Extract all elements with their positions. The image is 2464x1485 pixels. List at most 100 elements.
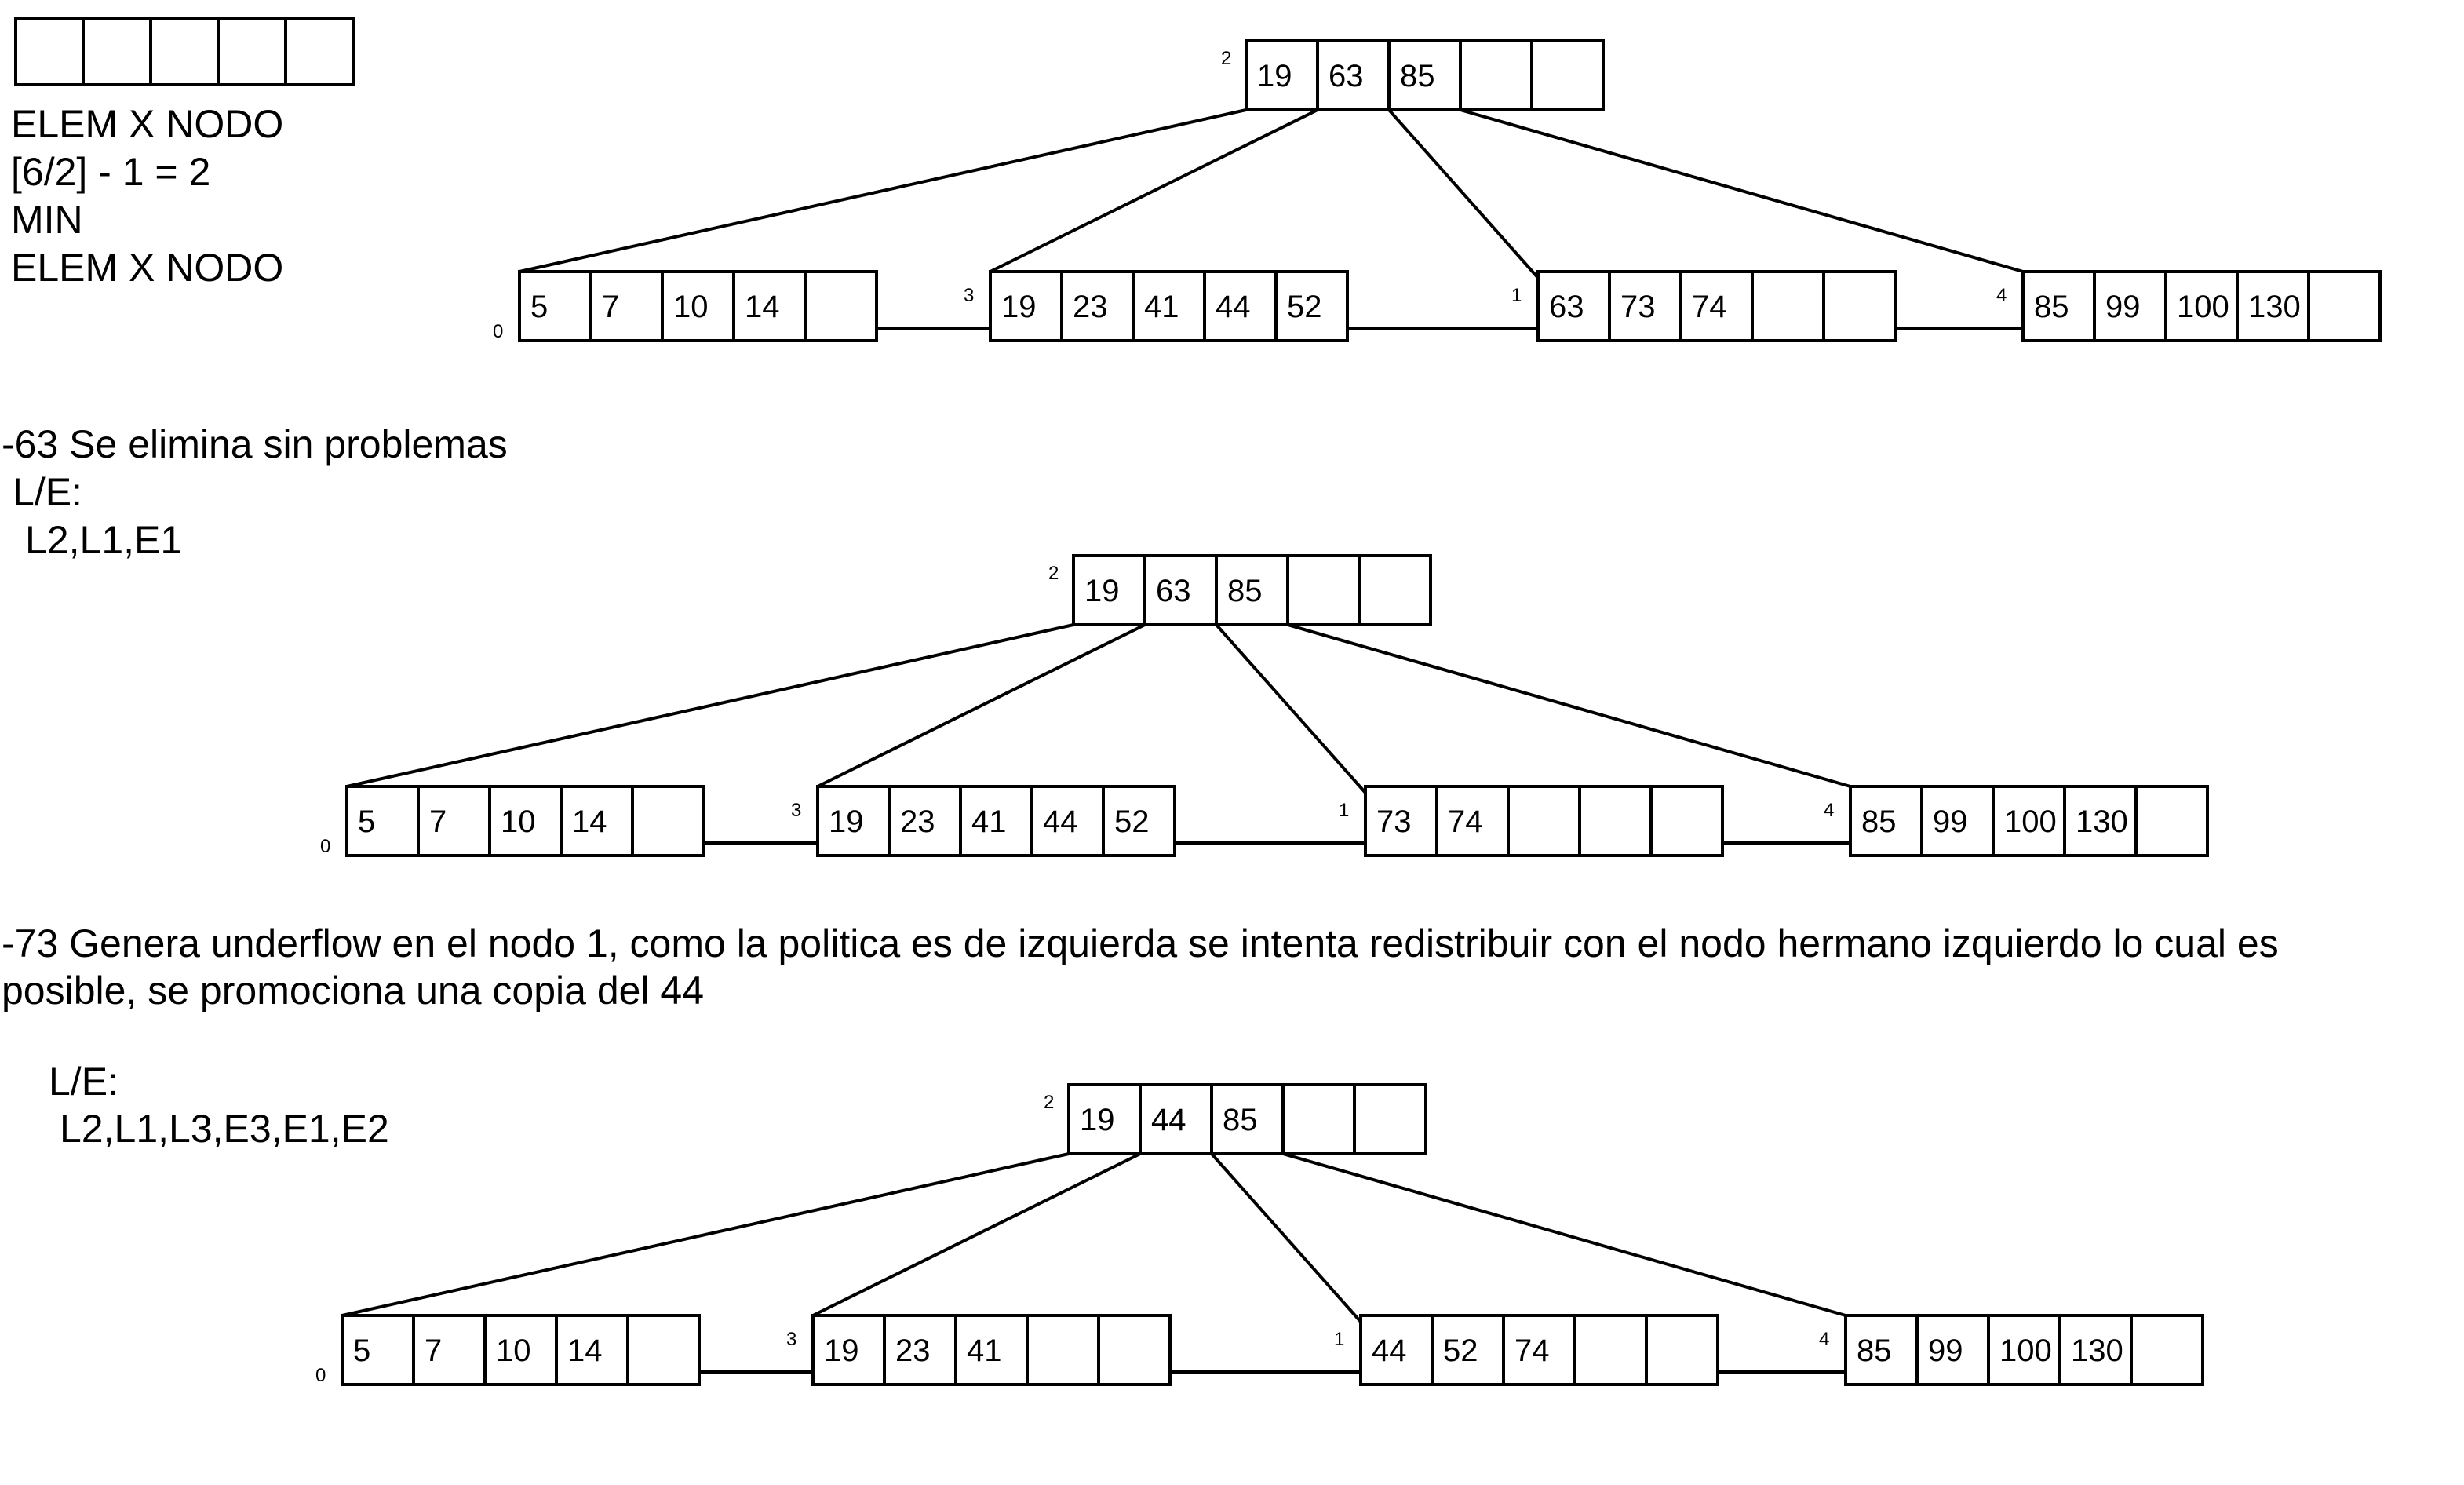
tree3-leaf-0-key: 10: [496, 1334, 531, 1368]
tree2-root-node-id: 2: [1048, 563, 1059, 584]
tree3-leaf-1-key: 41: [967, 1334, 1002, 1368]
step2-description-line2: posible, se promociona una copia del 44: [2, 969, 705, 1012]
tree1-leaf-3-box: [2021, 270, 2382, 342]
tree2-leaf-2-key: 74: [1448, 805, 1483, 839]
tree3-leaf-1-box: [811, 1314, 1172, 1386]
tree2-leaf-3-key: 99: [1933, 805, 1968, 839]
tree2-leaf-0-node-id: 0: [320, 836, 330, 857]
tree1-leaf-3-key: 100: [2177, 290, 2229, 324]
tree3-leaf-3-box: [1844, 1314, 2204, 1386]
tree1-root-key: 85: [1400, 59, 1435, 93]
tree2-leaf-0-box: [345, 785, 705, 857]
tree1-leaf-1-key: 19: [1001, 290, 1037, 324]
tree1-leaf-0-node-id: 0: [493, 321, 503, 342]
tree3-leaf-2-key: 44: [1372, 1334, 1407, 1368]
tree1-pointer-edge: [990, 108, 1318, 273]
tree2-leaf-0-key: 7: [429, 805, 447, 839]
tree1-root-node-id: 2: [1221, 48, 1231, 69]
tree3-pointer-edge: [1282, 1152, 1846, 1317]
tree2-leaf-2-box: [1364, 785, 1724, 857]
tree1-leaf-3-key: 130: [2248, 290, 2301, 324]
tree1-leaf-3-key: 99: [2105, 290, 2141, 324]
tree1-pointer-edge: [519, 108, 1247, 273]
tree3-leaf-0-box: [341, 1314, 701, 1386]
tree2-leaf-3-key: 100: [2004, 805, 2057, 839]
legend-line-4: ELEM X NODO: [11, 246, 284, 290]
tree2-pointer-edge: [346, 623, 1074, 788]
tree3-leaf-0-key: 14: [567, 1334, 603, 1368]
tree3-root-key: 19: [1080, 1103, 1115, 1137]
tree3-leaf-1-node-id: 3: [786, 1329, 796, 1350]
tree3-root-key: 44: [1151, 1103, 1186, 1137]
step1-description: -63 Se elimina sin problemas: [2, 422, 508, 466]
tree3-root-key: 85: [1223, 1103, 1258, 1137]
tree3-pointer-edge: [341, 1152, 1070, 1317]
tree3-leaf-2-key: 74: [1514, 1334, 1550, 1368]
tree2-leaf-3-key: 130: [2076, 805, 2128, 839]
tree2-leaf-1-key: 23: [900, 805, 935, 839]
tree3-leaf-2-box: [1359, 1314, 1719, 1386]
step1-le-value: L2,L1,E1: [25, 518, 183, 562]
tree2-leaf-0-key: 5: [358, 805, 375, 839]
tree1-leaf-1-key: 41: [1144, 290, 1179, 324]
tree2-leaf-2-node-id: 1: [1339, 800, 1349, 821]
tree1-leaf-3-key: 85: [2034, 290, 2069, 324]
tree1-leaf-0-key: 7: [602, 290, 619, 324]
tree3-root-node-id: 2: [1044, 1092, 1054, 1113]
node-legend-box: [14, 17, 355, 90]
tree2-leaf-1-box: [816, 785, 1176, 857]
tree2-leaf-0-key: 10: [501, 805, 536, 839]
tree1-leaf-2-box: [1536, 270, 1897, 342]
tree3-leaf-0-key: 7: [425, 1334, 442, 1368]
tree2-root-key: 85: [1227, 574, 1263, 608]
tree3-leaf-3-key: 100: [1999, 1334, 2052, 1368]
step1-le-label: L/E:: [13, 470, 82, 514]
tree2-pointer-edge: [1287, 623, 1851, 788]
tree3-root-box: [1067, 1083, 1427, 1155]
tree3-leaf-0-node-id: 0: [315, 1365, 326, 1386]
tree3-leaf-1-key: 19: [824, 1334, 859, 1368]
tree1-leaf-1-key: 44: [1216, 290, 1251, 324]
tree2-root-key: 19: [1084, 574, 1120, 608]
tree3-leaf-2-key: 52: [1443, 1334, 1478, 1368]
tree2-leaf-2-key: 73: [1376, 805, 1412, 839]
tree2-pointer-edge: [817, 623, 1146, 788]
tree3-leaf-3-key: 130: [2071, 1334, 2123, 1368]
step2-le-label: L/E:: [49, 1060, 118, 1104]
tree1-leaf-2-node-id: 1: [1511, 285, 1522, 306]
tree1-leaf-1-box: [989, 270, 1349, 342]
tree1-leaf-1-node-id: 3: [964, 285, 974, 306]
tree1-leaf-0-key: 14: [745, 290, 780, 324]
tree1-leaf-2-key: 74: [1692, 290, 1727, 324]
tree3-pointer-edge: [1210, 1152, 1362, 1323]
tree1-pointer-edge: [1387, 108, 1540, 279]
tree1-root-key: 19: [1257, 59, 1292, 93]
step2-le-value: L2,L1,L3,E3,E1,E2: [60, 1107, 389, 1151]
tree1-pointer-edge: [1460, 108, 2024, 273]
tree1-root-box: [1245, 39, 1605, 111]
tree3-leaf-3-key: 85: [1857, 1334, 1892, 1368]
step2-description-line1: -73 Genera underflow en el nodo 1, como …: [2, 921, 2279, 965]
tree1-leaf-2-key: 63: [1549, 290, 1584, 324]
tree3-leaf-0-key: 5: [353, 1334, 370, 1368]
tree2-root-box: [1072, 554, 1432, 626]
tree3-leaf-3-key: 99: [1928, 1334, 1963, 1368]
tree2-root-key: 63: [1156, 574, 1191, 608]
legend-cell: [284, 17, 355, 86]
tree3-pointer-edge: [812, 1152, 1141, 1317]
tree1-leaf-1-key: 23: [1073, 290, 1108, 324]
tree3-leaf-1-key: 23: [895, 1334, 931, 1368]
tree2-leaf-3-node-id: 4: [1824, 800, 1834, 821]
tree3-leaf-3-node-id: 4: [1819, 1329, 1829, 1350]
tree1-leaf-0-box: [518, 270, 878, 342]
legend-line-3: MIN: [11, 198, 83, 242]
tree2-leaf-3-box: [1849, 785, 2209, 857]
tree3-leaf-2-node-id: 1: [1334, 1329, 1344, 1350]
tree2-leaf-3-key: 85: [1861, 805, 1897, 839]
tree1-leaf-2-key: 73: [1620, 290, 1656, 324]
tree1-leaf-1-key: 52: [1287, 290, 1322, 324]
tree2-leaf-1-key: 41: [971, 805, 1007, 839]
tree2-leaf-1-key: 44: [1043, 805, 1078, 839]
tree1-root-key: 63: [1329, 59, 1364, 93]
